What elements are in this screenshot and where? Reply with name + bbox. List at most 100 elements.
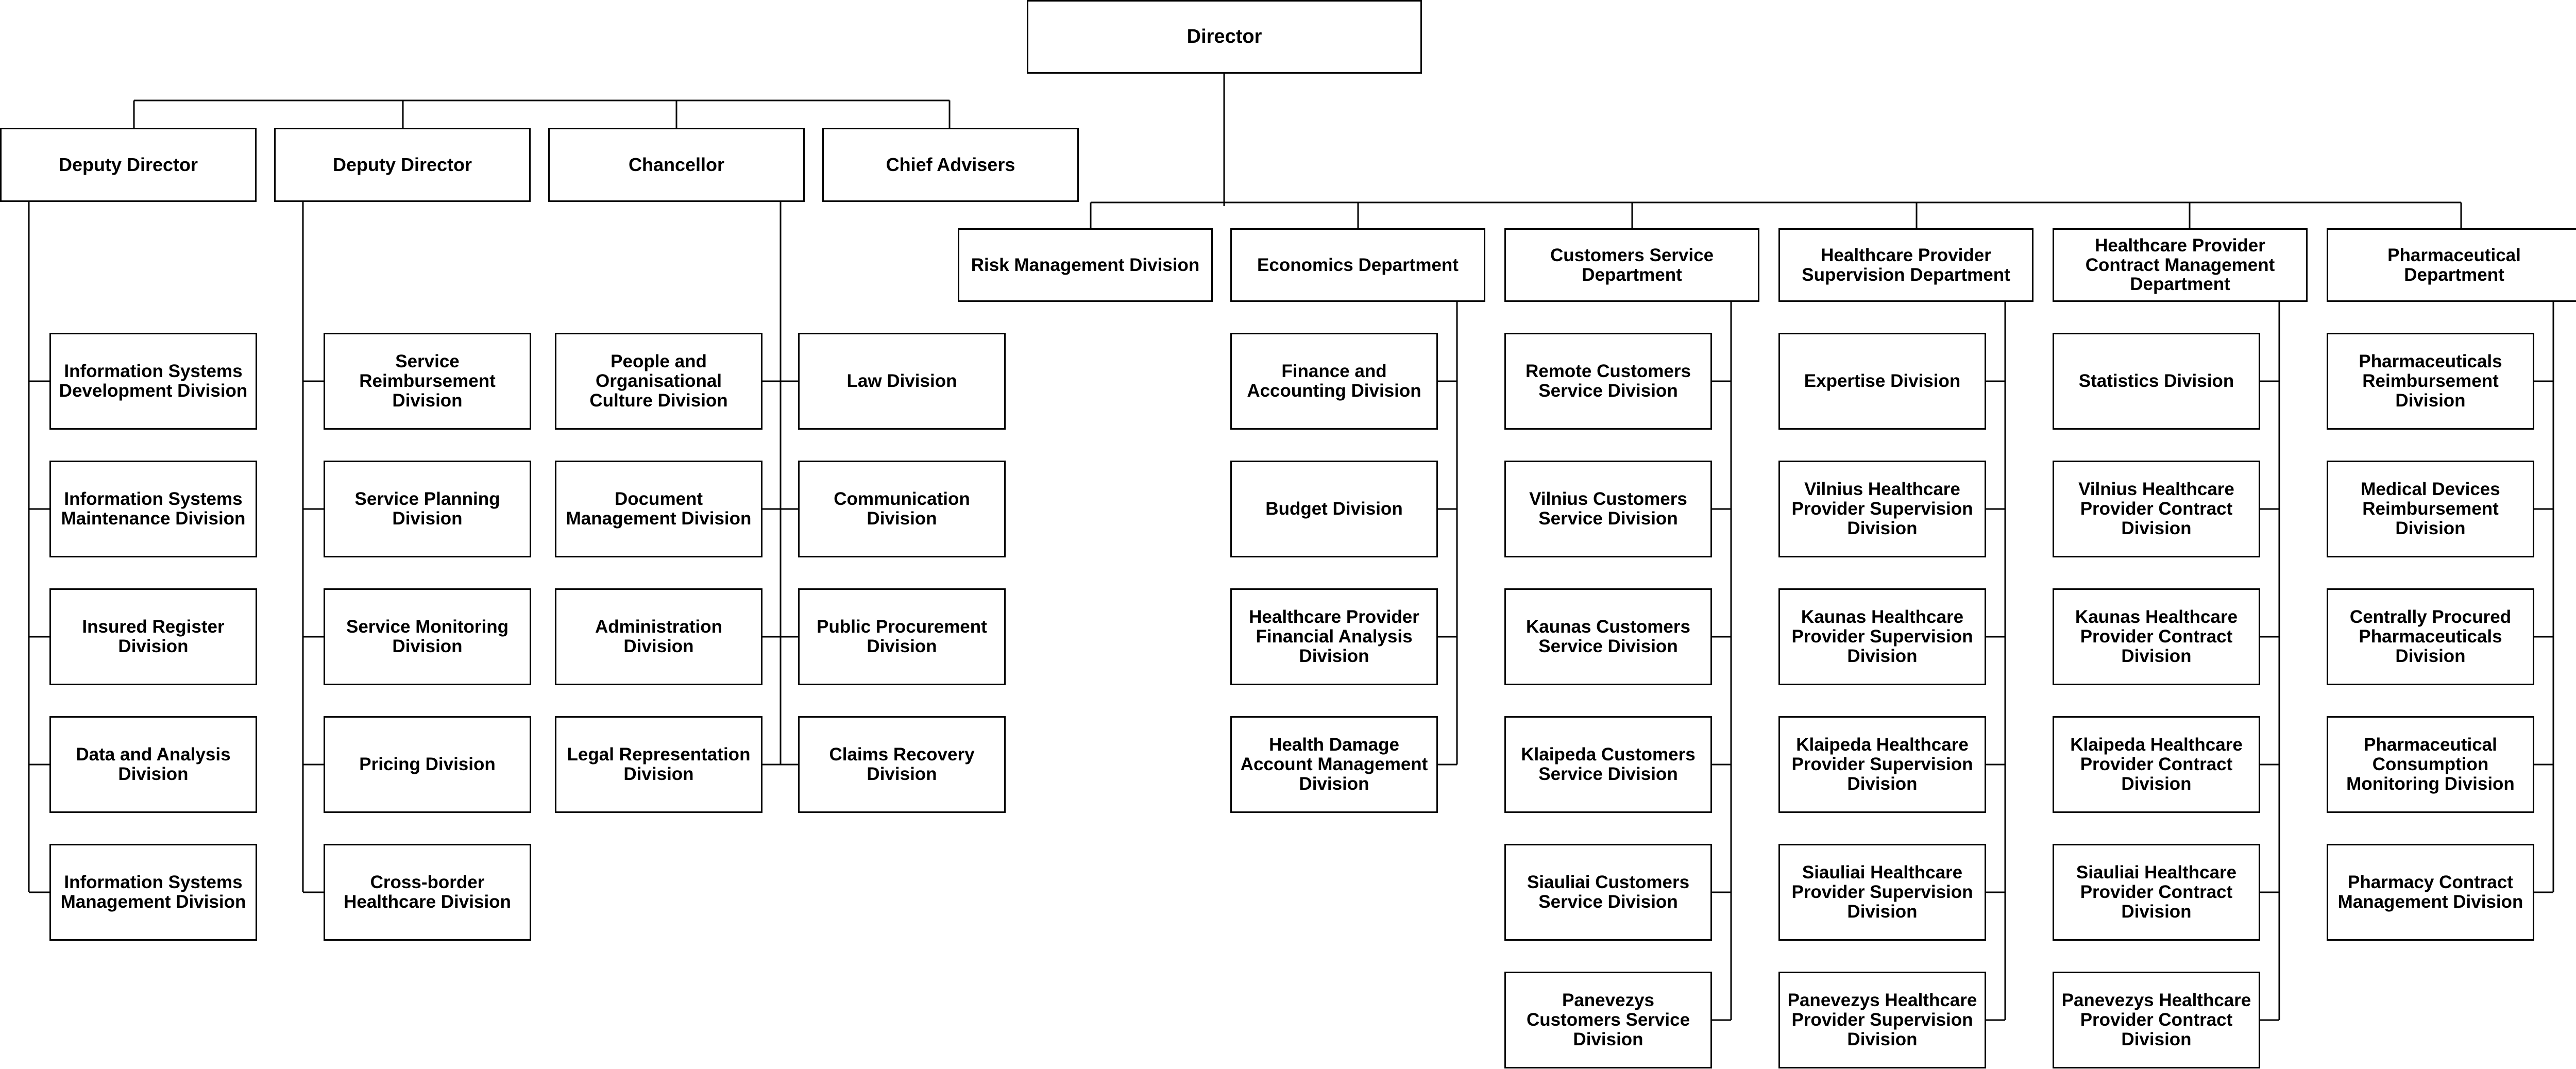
division-box: Klaipeda Healthcare Provider Supervision… [1778,716,1986,813]
division-label: Service Monitoring Division [346,617,509,656]
division-label: Vilnius Healthcare Provider Contract Div… [2078,479,2234,538]
division-label: Budget Division [1265,499,1403,519]
division-box: Kaunas Customers Service Division [1504,588,1712,685]
division-label: Klaipeda Healthcare Provider Contract Di… [2070,735,2243,794]
division-box: Document Management Division [555,461,762,557]
division-box: Siauliai Healthcare Provider Supervision… [1778,844,1986,941]
division-label: Legal Representation Division [567,744,751,784]
division-box: Administration Division [555,588,762,685]
division-label: Document Management Division [566,489,752,529]
division-label: Pharmaceutical Consumption Monitoring Di… [2346,735,2515,794]
division-box: Pharmaceuticals Reimbursement Division [2327,333,2534,430]
department-box: Pharmaceutical Department [2327,228,2576,302]
division-box: Service Monitoring Division [324,588,531,685]
division-box: Claims Recovery Division [798,716,1006,813]
division-label: Information Systems Maintenance Division [61,489,246,529]
division-label: Service Planning Division [354,489,500,529]
division-box: Siauliai Healthcare Provider Contract Di… [2053,844,2260,941]
division-box: Legal Representation Division [555,716,762,813]
chancellor-box: Chancellor [548,128,805,202]
division-label: Remote Customers Service Division [1526,361,1691,401]
division-label: Information Systems Management Division [60,872,246,912]
division-label: Kaunas Healthcare Provider Supervision D… [1791,607,1973,666]
division-box: Cross-border Healthcare Division [324,844,531,941]
division-box: Statistics Division [2053,333,2260,430]
division-label: Panevezys Customers Service Division [1526,990,1690,1049]
division-label: Siauliai Healthcare Provider Supervision… [1791,862,1973,922]
division-label: Finance and Accounting Division [1247,361,1421,401]
division-box: Siauliai Customers Service Division [1504,844,1712,941]
division-label: Siauliai Customers Service Division [1527,872,1690,912]
division-label: People and Organisational Culture Divisi… [589,351,728,411]
division-label: Administration Division [595,617,722,656]
department-box: Healthcare Provider Supervision Departme… [1778,228,2033,302]
division-box: Panevezys Healthcare Provider Supervisio… [1778,972,1986,1068]
division-label: Claims Recovery Division [829,744,975,784]
division-box: Medical Devices Reimbursement Division [2327,461,2534,557]
department-label: Healthcare Provider Contract Management … [2085,235,2275,295]
division-box: Information Systems Maintenance Division [49,461,257,557]
division-box: Expertise Division [1778,333,1986,430]
department-box: Healthcare Provider Contract Management … [2053,228,2308,302]
department-box: Risk Management Division [958,228,1213,302]
division-box: Budget Division [1230,461,1438,557]
director-label: Director [1187,25,1262,47]
division-box: Vilnius Customers Service Division [1504,461,1712,557]
deputy-director-1-box: Deputy Director [0,128,257,202]
department-label: Pharmaceutical Department [2387,245,2521,285]
division-label: Pharmacy Contract Management Division [2337,872,2523,912]
department-label: Risk Management Division [971,254,1200,275]
division-box: Kaunas Healthcare Provider Contract Divi… [2053,588,2260,685]
division-label: Kaunas Healthcare Provider Contract Divi… [2075,607,2238,666]
division-label: Public Procurement Division [817,617,987,656]
division-box: Information Systems Management Division [49,844,257,941]
division-box: Vilnius Healthcare Provider Supervision … [1778,461,1986,557]
division-label: Pharmaceuticals Reimbursement Division [2359,351,2502,411]
division-box: Pharmacy Contract Management Division [2327,844,2534,941]
director-box: Director [1027,0,1422,74]
division-label: Data and Analysis Division [76,744,231,784]
division-label: Panevezys Healthcare Provider Supervisio… [1787,990,1977,1049]
division-box: Panevezys Healthcare Provider Contract D… [2053,972,2260,1068]
division-box: Service Reimbursement Division [324,333,531,430]
deputy-director-1-label: Deputy Director [58,154,198,175]
division-box: Remote Customers Service Division [1504,333,1712,430]
division-label: Vilnius Healthcare Provider Supervision … [1791,479,1973,538]
division-label: Expertise Division [1804,371,1961,392]
division-label: Pricing Division [359,754,496,775]
division-label: Information Systems Development Division [59,361,248,401]
division-box: Panevezys Customers Service Division [1504,972,1712,1068]
division-box: Healthcare Provider Financial Analysis D… [1230,588,1438,685]
division-label: Klaipeda Customers Service Division [1521,744,1696,784]
division-box: Service Planning Division [324,461,531,557]
division-label: Insured Register Division [82,617,225,656]
division-box: Vilnius Healthcare Provider Contract Div… [2053,461,2260,557]
division-label: Cross-border Healthcare Division [344,872,511,912]
department-label: Healthcare Provider Supervision Departme… [1802,245,2010,285]
division-label: Klaipeda Healthcare Provider Supervision… [1791,735,1973,794]
department-box: Customers Service Department [1504,228,1759,302]
division-box: Information Systems Development Division [49,333,257,430]
division-box: Finance and Accounting Division [1230,333,1438,430]
division-label: Medical Devices Reimbursement Division [2361,479,2500,538]
division-label: Healthcare Provider Financial Analysis D… [1249,607,1419,666]
division-box: Klaipeda Healthcare Provider Contract Di… [2053,716,2260,813]
division-box: People and Organisational Culture Divisi… [555,333,762,430]
division-box: Kaunas Healthcare Provider Supervision D… [1778,588,1986,685]
division-label: Kaunas Customers Service Division [1526,617,1690,656]
division-box: Pricing Division [324,716,531,813]
division-box: Pharmaceutical Consumption Monitoring Di… [2327,716,2534,813]
division-label: Siauliai Healthcare Provider Contract Di… [2076,862,2237,922]
chief-advisers-box: Chief Advisers [822,128,1079,202]
division-label: Communication Division [834,489,970,529]
division-label: Service Reimbursement Division [359,351,496,411]
division-label: Centrally Procured Pharmaceuticals Divis… [2349,607,2512,666]
division-box: Data and Analysis Division [49,716,257,813]
division-box: Centrally Procured Pharmaceuticals Divis… [2327,588,2534,685]
department-box: Economics Department [1230,228,1485,302]
deputy-director-2-box: Deputy Director [274,128,531,202]
chief-advisers-label: Chief Advisers [886,154,1015,175]
chancellor-label: Chancellor [628,154,725,175]
